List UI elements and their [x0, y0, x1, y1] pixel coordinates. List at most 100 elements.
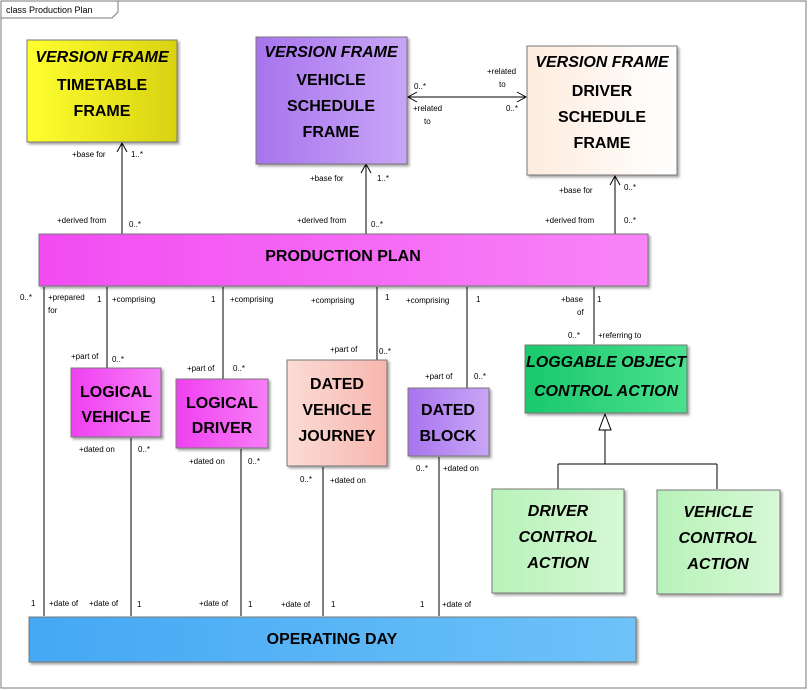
class-name-line: VEHICLE	[683, 504, 754, 521]
multiplicity-label: 1	[597, 295, 602, 304]
class-timetable-frame[interactable]: VERSION FRAME TIMETABLE FRAME	[26, 39, 178, 143]
role-label: +part of	[425, 372, 453, 381]
role-label: +base for	[72, 150, 106, 159]
multiplicity-label: 0..*	[300, 475, 312, 484]
multiplicity-label: 1	[331, 600, 336, 609]
class-name-line: BLOCK	[420, 428, 477, 445]
multiplicity-label: 0..*	[624, 216, 636, 225]
multiplicity-label: 0..*	[371, 220, 383, 229]
class-loggable-object-control-action[interactable]: LOGGABLE OBJECT CONTROL ACTION	[524, 344, 688, 414]
multiplicity-label: 1..*	[131, 150, 143, 159]
role-label: +comprising	[230, 295, 273, 304]
class-operating-day[interactable]: OPERATING DAY	[28, 616, 637, 663]
role-label: +derived from	[57, 216, 106, 225]
class-name-line: VEHICLE	[302, 402, 372, 419]
arrowhead-driver-schedule	[609, 174, 621, 186]
role-label: to	[424, 117, 431, 126]
arrowhead-timetable	[116, 141, 128, 153]
role-label: +part of	[330, 345, 358, 354]
role-label: +date of	[199, 599, 229, 608]
role-label: +related	[487, 67, 516, 76]
role-label: to	[499, 80, 506, 89]
multiplicity-label: 0..*	[624, 183, 636, 192]
multiplicity-label: 0..*	[129, 220, 141, 229]
multiplicity-label: 0..*	[233, 364, 245, 373]
class-driver-control-action[interactable]: DRIVER CONTROL ACTION	[491, 488, 625, 594]
arrowhead-vsf	[406, 91, 418, 103]
multiplicity-label: 0..*	[568, 331, 580, 340]
role-label: +comprising	[112, 295, 155, 304]
class-logical-vehicle[interactable]: LOGICAL VEHICLE	[70, 367, 162, 438]
generalization-triangle	[598, 412, 612, 431]
multiplicity-label: 1	[97, 295, 102, 304]
class-name-line: JOURNEY	[298, 428, 376, 445]
class-name-line: DRIVER	[572, 83, 633, 100]
multiplicity-label: 0..*	[414, 82, 426, 91]
role-label: +dated on	[189, 457, 225, 466]
class-name-line: SCHEDULE	[287, 98, 375, 115]
class-vehicle-schedule-frame[interactable]: VERSION FRAME VEHICLE SCHEDULE FRAME	[255, 36, 408, 165]
class-dated-block[interactable]: DATED BLOCK	[407, 387, 490, 457]
class-name-line: DATED	[421, 402, 475, 419]
class-name-line: FRAME	[303, 124, 360, 141]
multiplicity-label: 1	[31, 599, 36, 608]
class-logical-driver[interactable]: LOGICAL DRIVER	[175, 378, 269, 449]
role-label: +date of	[281, 600, 311, 609]
multiplicity-label: 1	[385, 293, 390, 302]
class-name-line: LOGICAL	[80, 384, 152, 401]
role-label: +referring to	[598, 331, 642, 340]
role-label: +dated on	[330, 476, 366, 485]
class-name-line: CONTROL	[678, 530, 757, 547]
class-name-line: DRIVER	[528, 503, 589, 520]
role-label: +base	[561, 295, 584, 304]
multiplicity-label: 1	[137, 600, 142, 609]
multiplicity-label: 1	[420, 600, 425, 609]
role-label: of	[577, 308, 584, 317]
stereotype-text: VERSION FRAME	[35, 49, 170, 66]
role-label: +comprising	[311, 296, 354, 305]
association-labels: +base for 1..* +derived from 0..* +base …	[20, 67, 642, 609]
frame-title: class Production Plan	[6, 5, 93, 15]
class-name-line: VEHICLE	[81, 409, 151, 426]
class-name-line: ACTION	[526, 555, 589, 572]
role-label: +part of	[187, 364, 215, 373]
role-label: +base for	[559, 186, 593, 195]
role-label: +dated on	[79, 445, 115, 454]
class-name-line: DATED	[310, 376, 364, 393]
stereotype-text: VERSION FRAME	[535, 54, 670, 71]
multiplicity-label: 1	[211, 295, 216, 304]
role-label: +part of	[71, 352, 99, 361]
class-name-line: VEHICLE	[296, 72, 366, 89]
multiplicity-label: 0..*	[248, 457, 260, 466]
role-label: +prepared	[48, 293, 85, 302]
frame-tab	[0, 0, 119, 19]
arrowhead-dsf	[516, 91, 528, 103]
class-driver-schedule-frame[interactable]: VERSION FRAME DRIVER SCHEDULE FRAME	[526, 45, 678, 176]
class-name-line: SCHEDULE	[558, 109, 646, 126]
multiplicity-label: 1	[476, 295, 481, 304]
role-label: +dated on	[443, 464, 479, 473]
multiplicity-label: 0..*	[379, 347, 391, 356]
role-label: +derived from	[297, 216, 346, 225]
class-name-line: PRODUCTION PLAN	[265, 248, 421, 265]
multiplicity-label: 1..*	[377, 174, 389, 183]
multiplicity-label: 0..*	[138, 445, 150, 454]
role-label: +base for	[310, 174, 344, 183]
multiplicity-label: 0..*	[20, 293, 32, 302]
class-name-line: TIMETABLE	[57, 77, 148, 94]
class-production-plan[interactable]: PRODUCTION PLAN	[38, 233, 649, 287]
role-label: +related	[413, 104, 442, 113]
stereotype-text: VERSION FRAME	[264, 44, 399, 61]
class-name-line: LOGICAL	[186, 395, 258, 412]
class-name-line: LOGGABLE OBJECT	[526, 354, 687, 371]
class-name-line: FRAME	[74, 103, 131, 120]
class-dated-vehicle-journey[interactable]: DATED VEHICLE JOURNEY	[286, 359, 388, 467]
role-label: +comprising	[406, 296, 449, 305]
role-label: +date of	[442, 600, 472, 609]
role-label: for	[48, 306, 58, 315]
class-name-line: FRAME	[574, 135, 631, 152]
class-vehicle-control-action[interactable]: VEHICLE CONTROL ACTION	[656, 489, 781, 595]
class-name-line: OPERATING DAY	[267, 631, 398, 648]
multiplicity-label: 1	[248, 600, 253, 609]
